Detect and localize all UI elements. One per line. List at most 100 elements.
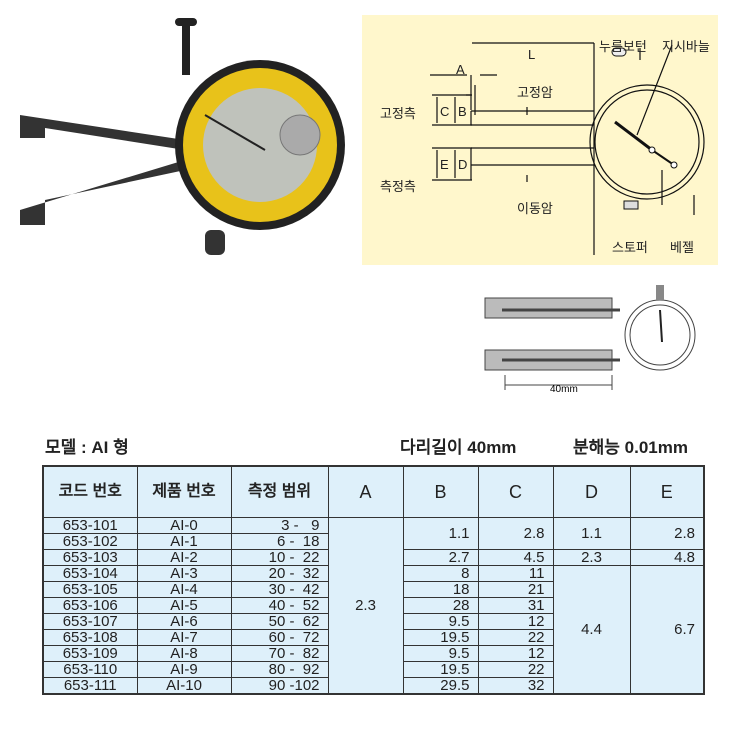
c-cell: 21 [477,581,554,598]
header-A: A [327,465,404,518]
product-cell: AI-8 [136,645,232,662]
c-cell: 22 [477,629,554,646]
product-cell: AI-10 [136,677,232,695]
code-cell: 653-109 [42,645,138,662]
product-cell: AI-1 [136,533,232,550]
c-cell: 32 [477,677,554,695]
header-C: C [477,465,554,518]
table-header: 코드 번호 제품 번호 측정 범위 A B C D E [42,465,705,518]
b-cell: 9.5 [402,645,479,662]
range-cell: 10 - 22 [230,549,329,566]
ring-length-label: 40mm [550,384,578,395]
product-cell: AI-3 [136,565,232,582]
d-cell: 4.4 [552,565,631,695]
code-cell: 653-104 [42,565,138,582]
label-A: A [456,62,465,77]
header-D: D [552,465,631,518]
range-cell: 3 - 9 [230,517,329,534]
range-cell: 40 - 52 [230,597,329,614]
c-cell: 12 [477,613,554,630]
b-cell: 19.5 [402,629,479,646]
label-C: C [440,104,450,119]
d-cell: 1.1 [552,517,631,550]
b-cell: 9.5 [402,613,479,630]
a-cell: 2.3 [327,517,404,695]
header-range: 측정 범위 [230,465,329,518]
product-cell: AI-0 [136,517,232,534]
b-cell: 2.7 [402,549,479,566]
d-cell: 2.3 [552,549,631,566]
e-cell: 6.7 [629,565,705,695]
resolution: 분해능 0.01mm [573,438,688,457]
header-E: E [629,465,705,518]
b-cell: 8 [402,565,479,582]
b-cell: 19.5 [402,661,479,678]
code-cell: 653-101 [42,517,138,534]
header-code: 코드 번호 [42,465,138,518]
gauge-diagram: A L C B E D 고정암 고정측 측정측 이동암 누름보턴 지시바늘 스토… [362,15,718,265]
header-product: 제품 번호 [136,465,232,518]
code-cell: 653-107 [42,613,138,630]
label-D: D [458,157,468,172]
c-cell: 4.5 [477,549,554,566]
product-cell: AI-5 [136,597,232,614]
label-push-button: 누름보턴 [599,39,647,54]
range-cell: 30 - 42 [230,581,329,598]
b-cell: 29.5 [402,677,479,695]
label-fixed-side: 고정측 [380,106,416,121]
header-B: B [402,465,479,518]
product-cell: AI-7 [136,629,232,646]
product-cell: AI-4 [136,581,232,598]
range-cell: 6 - 18 [230,533,329,550]
e-cell: 4.8 [629,549,705,566]
c-cell: 22 [477,661,554,678]
c-cell: 2.8 [477,517,554,550]
e-cell: 2.8 [629,517,705,550]
code-cell: 653-105 [42,581,138,598]
product-cell: AI-2 [136,549,232,566]
label-L: L [528,47,536,62]
range-cell: 90 -102 [230,677,329,695]
label-fixed-arm: 고정암 [517,85,553,100]
label-measure-side: 측정측 [380,179,416,194]
model-title: 모델 : AI 형 [45,438,129,457]
gauge-photo [20,18,345,255]
product-cell: AI-9 [136,661,232,678]
code-cell: 653-102 [42,533,138,550]
b-cell: 1.1 [402,517,479,550]
b-cell: 28 [402,597,479,614]
ring-measurement-diagram [484,285,696,390]
code-cell: 653-108 [42,629,138,646]
label-E: E [440,157,449,172]
range-cell: 80 - 92 [230,661,329,678]
label-stopper: 스토퍼 [612,240,648,255]
code-cell: 653-110 [42,661,138,678]
leg-length: 다리길이 40mm [400,438,517,457]
label-pointer: 지시바늘 [662,39,710,54]
label-moving-arm: 이동암 [517,201,553,216]
label-bezel: 베젤 [670,240,694,255]
product-cell: AI-6 [136,613,232,630]
range-cell: 50 - 62 [230,613,329,630]
code-cell: 653-103 [42,549,138,566]
c-cell: 11 [477,565,554,582]
range-cell: 60 - 72 [230,629,329,646]
code-cell: 653-111 [42,677,138,695]
c-cell: 12 [477,645,554,662]
c-cell: 31 [477,597,554,614]
range-cell: 20 - 32 [230,565,329,582]
range-cell: 70 - 82 [230,645,329,662]
code-cell: 653-106 [42,597,138,614]
label-B: B [458,104,467,119]
b-cell: 18 [402,581,479,598]
